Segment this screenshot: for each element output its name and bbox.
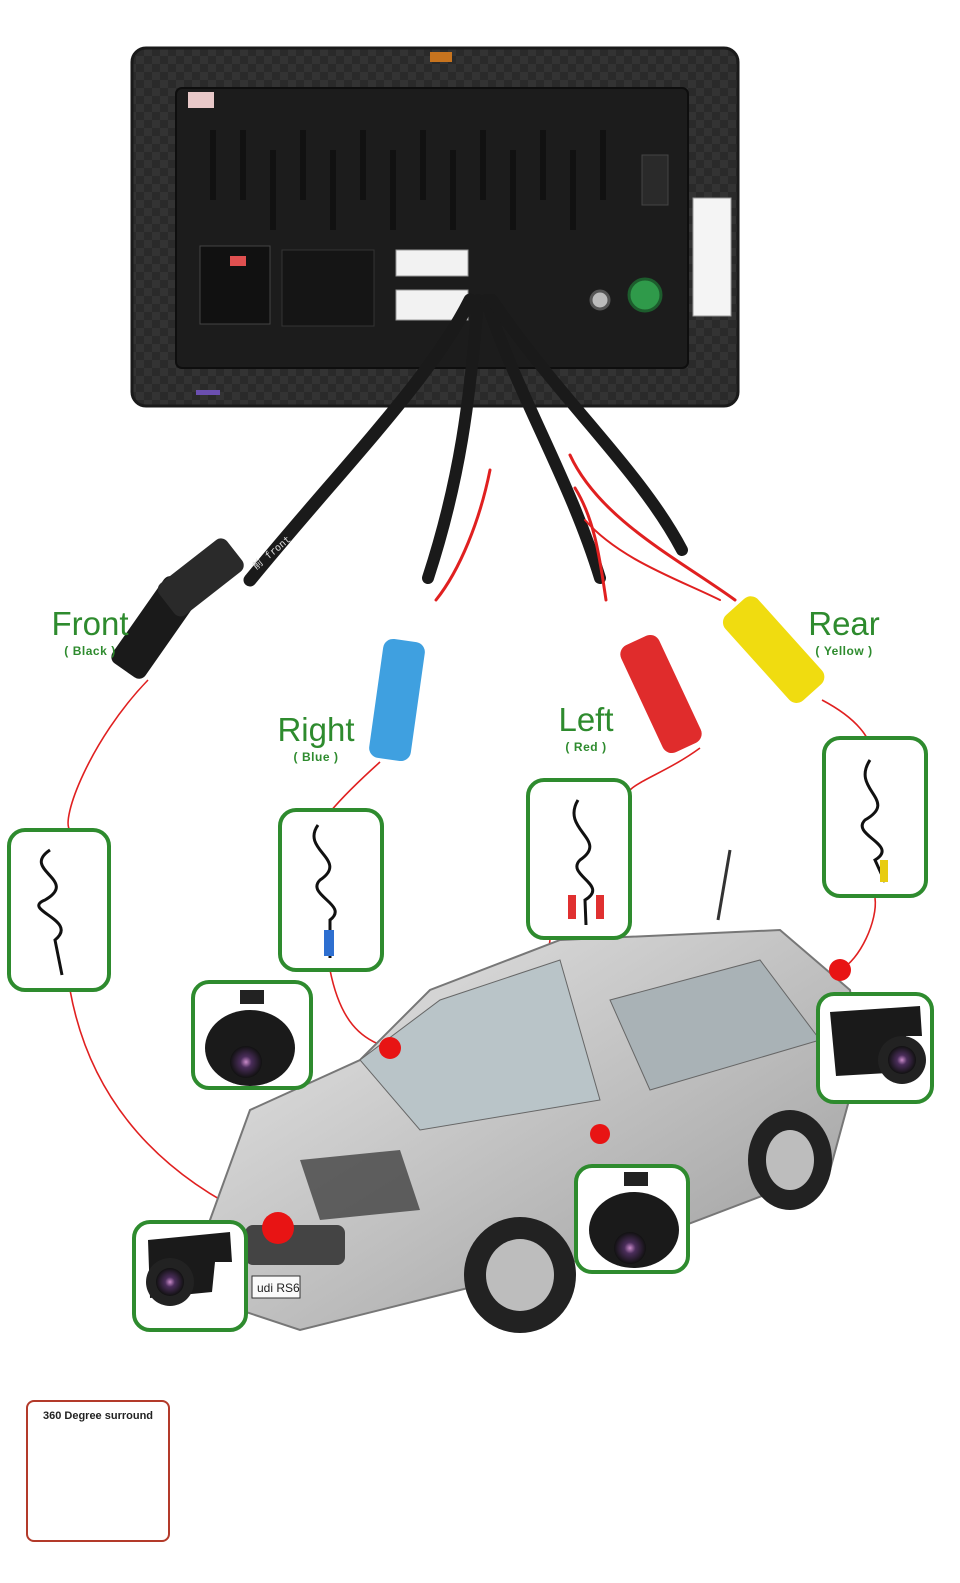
- label-front: Front (Black): [30, 605, 150, 659]
- cable-bundle: 前 front: [243, 293, 737, 602]
- left-cable-frame: [526, 778, 632, 940]
- label-right: Right (Blue): [256, 711, 376, 765]
- rear-camera-frame: [816, 992, 934, 1104]
- left-camera-frame: [574, 1164, 690, 1274]
- label-left: Left (Red): [526, 701, 646, 755]
- label-right-title: Right: [277, 711, 355, 748]
- surround-badge-title: 360 Degree surround: [42, 1410, 154, 1422]
- right-camera-frame: [191, 980, 313, 1090]
- left-connector: [620, 634, 702, 754]
- label-left-title: Left: [558, 701, 614, 738]
- label-right-color: (Blue): [293, 750, 339, 764]
- label-rear-color: (Yellow): [815, 644, 873, 658]
- front-cable-frame: [7, 828, 111, 992]
- rear-connector: [722, 596, 825, 703]
- label-rear-title: Rear: [808, 605, 880, 642]
- right-connector: [369, 638, 425, 762]
- right-cable-frame: [278, 808, 384, 972]
- surround-badge: 360 Degree surround: [26, 1400, 170, 1542]
- head-unit: [130, 46, 740, 408]
- front-camera-frame: [132, 1220, 248, 1332]
- cable-tag: 前 front: [250, 533, 294, 573]
- label-left-color: (Red): [565, 740, 607, 754]
- label-front-title: Front: [51, 605, 129, 642]
- label-front-color: (Black): [64, 644, 116, 658]
- rear-cable-frame: [822, 736, 928, 898]
- front-connector: [111, 538, 244, 679]
- label-rear: Rear (Yellow): [782, 605, 906, 659]
- mount-points: [262, 959, 851, 1244]
- car-plate: udi RS6: [257, 1281, 300, 1295]
